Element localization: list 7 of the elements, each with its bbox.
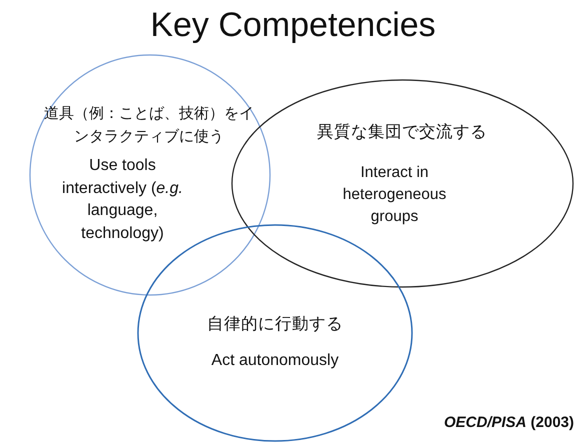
english-label: Act autonomously <box>210 351 340 371</box>
japanese-label: 異質な集団で交流する <box>316 122 488 143</box>
english-label: Use tools interactively (e.g. language, technology) <box>61 156 184 244</box>
japanese-label: 自律的に行動する <box>206 314 344 335</box>
title: Key Competencies <box>149 6 437 45</box>
english-label: Interact in heterogeneous groups <box>342 163 448 227</box>
source-caption: OECD/PISA (2003) <box>444 414 574 431</box>
